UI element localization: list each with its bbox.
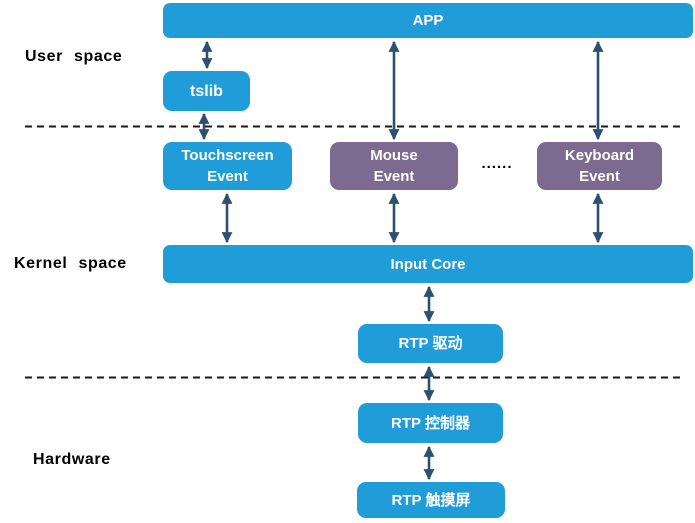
layer-label-hardware: Hardware — [33, 451, 111, 468]
layer-label-user-space: User space — [25, 48, 123, 65]
ellipsis-more-events: ...... — [481, 155, 513, 172]
node-keyboard-event: Keyboard Event — [537, 142, 662, 190]
node-rtp-touchscreen: RTP 触摸屏 — [357, 482, 505, 518]
node-tslib: tslib — [163, 71, 250, 111]
node-input-core: Input Core — [163, 245, 693, 283]
node-mouse-event: Mouse Event — [330, 142, 458, 190]
node-touchscreen-event: Touchscreen Event — [163, 142, 292, 190]
node-rtp-driver: RTP 驱动 — [358, 324, 503, 363]
layer-label-kernel-space: Kernel space — [14, 255, 127, 272]
node-app: APP — [163, 3, 693, 38]
node-rtp-controller: RTP 控制器 — [358, 403, 503, 443]
